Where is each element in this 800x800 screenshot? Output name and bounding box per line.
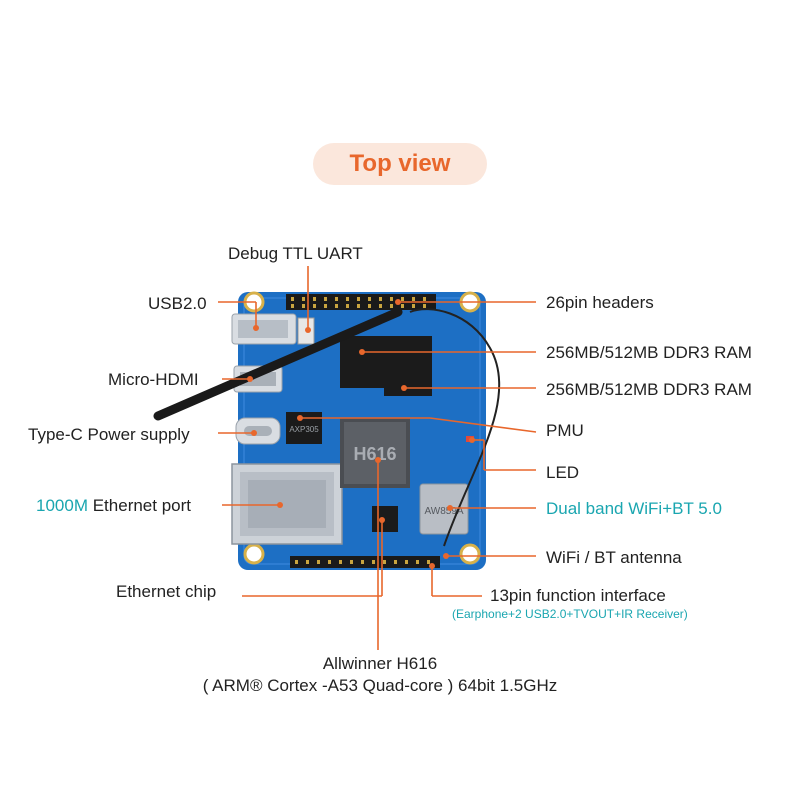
label-led: LED	[546, 463, 580, 482]
label-usb2: USB2.0	[148, 294, 207, 313]
label-ethernet-port-text: Ethernet port	[92, 496, 191, 515]
wifi-module-label: AW859A	[424, 506, 463, 517]
label-wifi-bt: Dual band WiFi+BT 5.0	[546, 499, 722, 518]
ram-chip-2	[384, 336, 432, 396]
label-ethernet-port: 1000M Ethernet port	[36, 496, 191, 516]
label-micro-hdmi: Micro-HDMI	[108, 370, 199, 389]
label-pmu: PMU	[546, 421, 584, 440]
pin-header-13	[290, 556, 440, 568]
label-function-interface: 13pin function interface	[490, 586, 666, 605]
label-debug-uart: Debug TTL UART	[228, 244, 363, 263]
label-ethernet-speed: 1000M	[36, 496, 88, 515]
label-pin-headers: 26pin headers	[546, 293, 654, 312]
label-function-interface-detail: (Earphone+2 USB2.0+TVOUT+IR Receiver)	[452, 607, 688, 621]
label-antenna: WiFi / BT antenna	[546, 548, 682, 567]
label-ram-2: 256MB/512MB DDR3 RAM	[546, 380, 752, 399]
label-soc-name: Allwinner H616	[322, 654, 438, 673]
leader-lines	[218, 266, 537, 650]
wifi-module	[419, 483, 469, 535]
pin-header-26	[286, 294, 436, 310]
label-ethernet-chip: Ethernet chip	[116, 582, 217, 601]
label-typec-power: Type-C Power supply	[28, 425, 190, 444]
pmu-chip-label: AXP305	[289, 425, 319, 434]
ram-chip-1	[340, 336, 388, 388]
antenna-cable	[409, 308, 501, 547]
mounting-hole	[243, 543, 265, 565]
soc-chip-label: H616	[353, 444, 396, 464]
label-soc-detail: ( ARM® Cortex -A53 Quad-core ) 64bit 1.5…	[202, 676, 558, 695]
ethernet-chip	[372, 506, 398, 532]
mounting-hole	[459, 543, 481, 565]
page-title: Top view	[313, 143, 487, 185]
label-ram-1: 256MB/512MB DDR3 RAM	[546, 343, 752, 362]
antenna-rod	[153, 307, 403, 421]
